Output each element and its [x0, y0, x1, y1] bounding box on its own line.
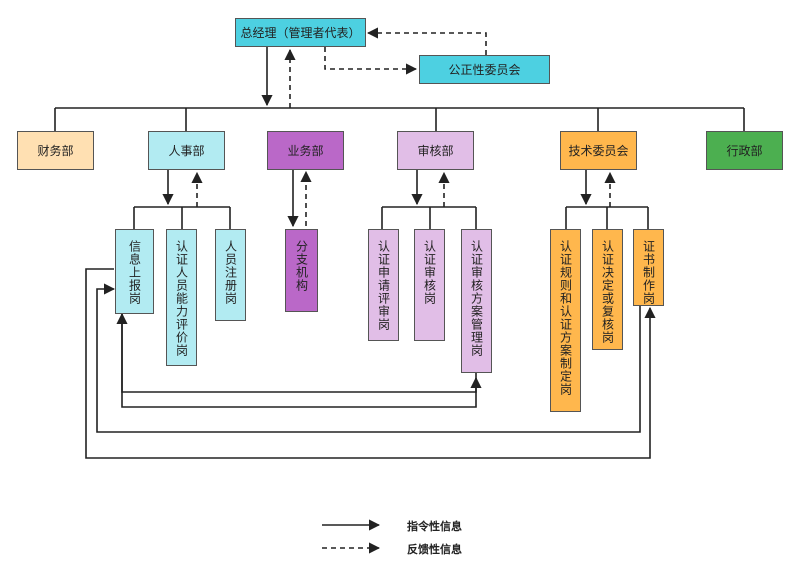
- node-personnel-registration: 人员注册岗: [215, 229, 246, 321]
- node-info-report: 信息上报岗: [115, 229, 154, 314]
- node-hr: 人事部: [148, 131, 225, 170]
- node-audit: 审核部: [397, 131, 474, 170]
- node-decision-review: 认证决定或复核岗: [592, 229, 623, 350]
- node-competence-evaluation: 认证人员能力评价岗: [166, 229, 197, 366]
- node-certificate-issuing: 证书制作岗: [633, 229, 664, 306]
- legend-solid-label: 指令性信息: [407, 520, 462, 533]
- node-admin: 行政部: [706, 131, 783, 170]
- flow-info-to-cert: [85, 268, 656, 459]
- node-impartiality-committee: 公正性委员会: [419, 55, 550, 84]
- node-finance: 财务部: [17, 131, 94, 170]
- node-application-review: 认证申请评审岗: [368, 229, 399, 341]
- flow-info-to-audit-plan: [121, 314, 482, 408]
- node-business: 业务部: [267, 131, 344, 170]
- node-tech-committee: 技术委员会: [560, 131, 637, 170]
- node-rule-making: 认证规则和认证方案制定岗: [550, 229, 581, 412]
- node-general-manager: 总经理（管理者代表）: [235, 18, 366, 47]
- flow-cert-to-info: [96, 283, 641, 433]
- node-certification-audit: 认证审核岗: [414, 229, 445, 341]
- node-audit-plan-management: 认证审核方案管理岗: [461, 229, 492, 373]
- node-branch: 分支机构: [285, 229, 318, 312]
- feedback-committee-to-gm: [366, 27, 487, 55]
- feedback-gm-to-committee: [324, 47, 418, 75]
- legend-dashed-label: 反馈性信息: [407, 543, 462, 556]
